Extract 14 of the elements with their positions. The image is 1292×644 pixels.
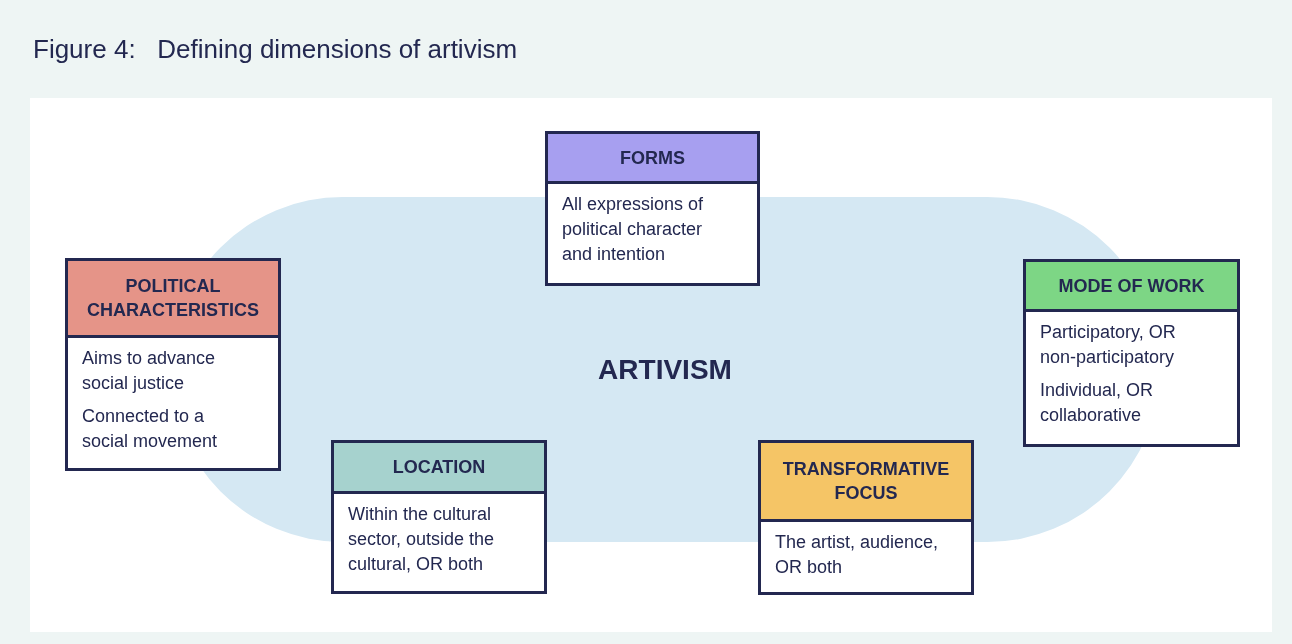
card-header: LOCATION — [334, 443, 544, 494]
card-header: TRANSFORMATIVE FOCUS — [761, 443, 971, 522]
card-header: MODE OF WORK — [1026, 262, 1237, 312]
card-text: Connected to a social movement — [81, 405, 219, 453]
card-text: The artist, audience, OR both — [774, 531, 940, 579]
card-header: POLITICAL CHARACTERISTICS — [68, 261, 278, 338]
card-text: All expressions of political character and intention — [561, 193, 705, 266]
center-label: ARTIVISM — [598, 353, 732, 386]
card-text: Participatory, OR non-participatory — [1039, 321, 1177, 369]
card-text: Within the cultural sector, outside the cultural, OR both — [347, 503, 496, 576]
card-text: Individual, OR collaborative — [1039, 379, 1155, 427]
card-header: FORMS — [548, 134, 757, 184]
figure-title: Figure 4: Defining dimensions of artivism — [33, 34, 518, 65]
card-text: Aims to advance social justice — [81, 347, 217, 395]
